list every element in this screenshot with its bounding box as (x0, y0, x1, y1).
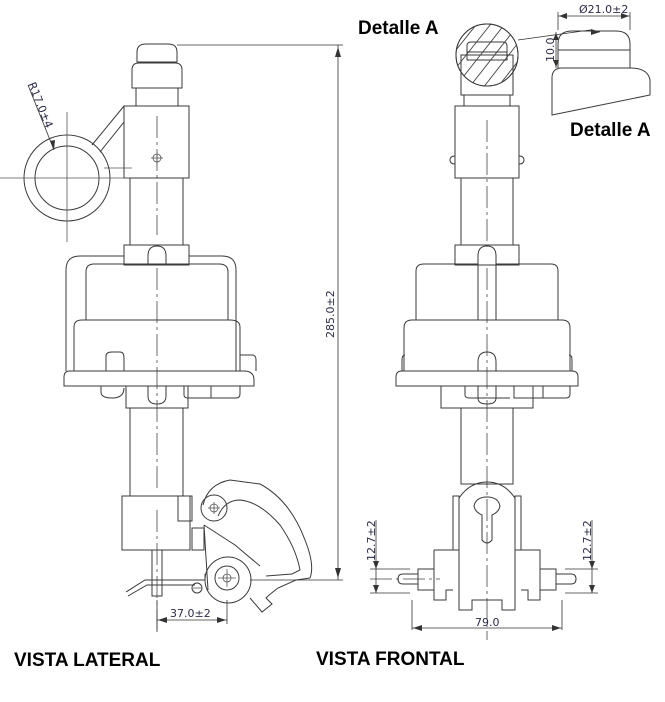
frontal-housing (395, 245, 579, 640)
frontal-collar (454, 244, 520, 266)
frontal-view-label: VISTA FRONTAL (316, 649, 465, 670)
frontal-base (370, 481, 577, 611)
ring-eyelet (0, 84, 132, 242)
dimension-overall-height (177, 44, 343, 581)
ring-radius-label: R17.0±4 (25, 80, 55, 130)
lateral-shaft-lower (129, 407, 184, 497)
detail-a-view-label: Detalle A (570, 120, 651, 141)
detail-a-view (551, 12, 651, 116)
dimension-lever-offset (156, 600, 228, 632)
lever-offset-label: 37.0±2 (170, 607, 211, 620)
lateral-view (0, 43, 343, 632)
lateral-upper-block (91, 105, 190, 235)
dimension-cap-height (553, 32, 559, 68)
lateral-collar (123, 244, 190, 266)
lateral-housing (63, 255, 257, 490)
frontal-view (370, 23, 601, 640)
lateral-view-label: VISTA LATERAL (14, 650, 161, 671)
overall-height-label: 285.0±2 (324, 290, 337, 338)
lateral-shaft-upper (129, 177, 184, 246)
cap-diameter-label: Ø21.0±2 (579, 3, 628, 16)
dimension-cap-diameter (557, 12, 631, 30)
dimension-pin-left (370, 520, 410, 594)
detail-a-callout (455, 23, 601, 107)
pin-height-right-label: 12.7±2 (581, 520, 594, 561)
lateral-cap (131, 43, 183, 107)
pin-height-left-label: 12.7±2 (365, 520, 378, 561)
dimension-base-width (411, 600, 563, 631)
cap-height-label: 10.0 (544, 38, 557, 63)
detail-a-callout-label: Detalle A (358, 18, 439, 39)
toggle-lever (191, 479, 313, 613)
dimension-pin-right (565, 520, 598, 594)
frontal-shaft-lower (460, 407, 514, 485)
base-width-label: 79.0 (475, 616, 500, 629)
